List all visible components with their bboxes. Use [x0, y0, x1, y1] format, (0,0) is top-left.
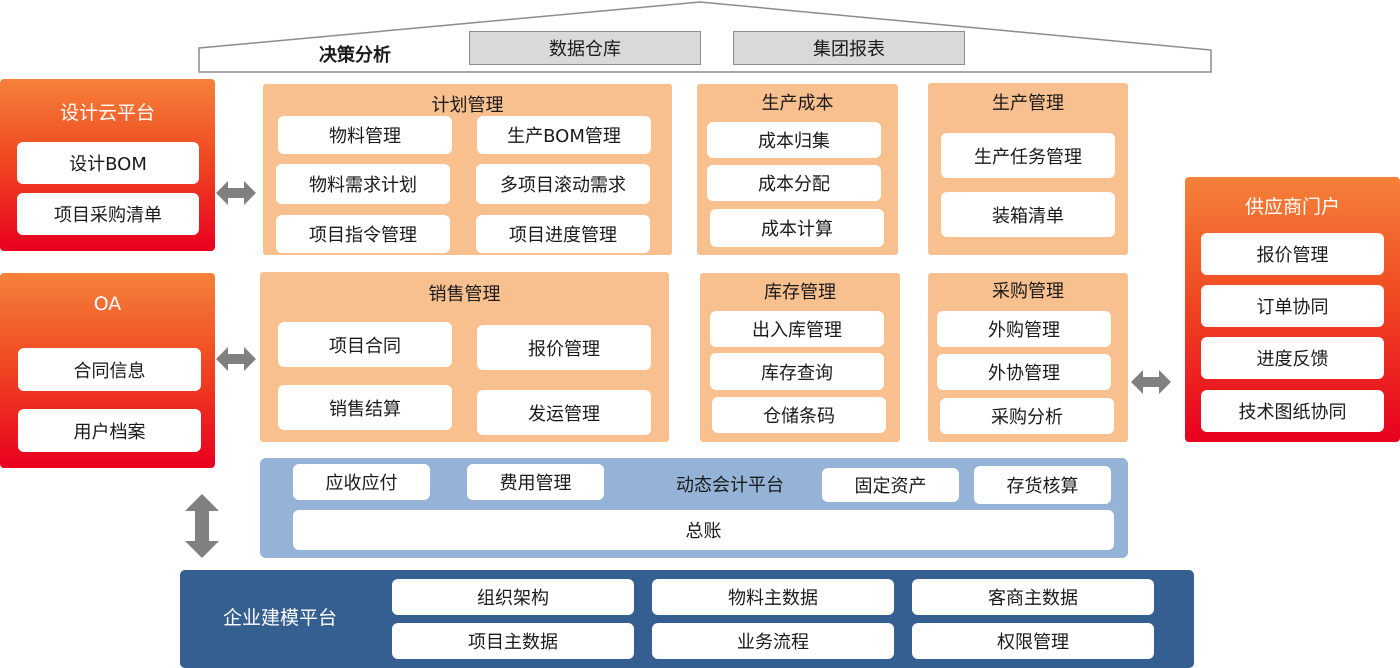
sales-settlement-item[interactable]: 销售结算	[278, 385, 452, 430]
double-arrow-oa-icon	[216, 347, 256, 371]
customer-supplier-master-item[interactable]: 客商主数据	[912, 579, 1154, 615]
cost-allocation-item[interactable]: 成本分配	[707, 165, 881, 201]
double-arrow-vertical-icon	[185, 494, 219, 558]
business-process-item[interactable]: 业务流程	[652, 623, 894, 659]
project-progress-mgmt-item[interactable]: 项目进度管理	[476, 215, 650, 253]
purchase-mgmt-title: 采购管理	[992, 281, 1064, 302]
multi-project-demand-item[interactable]: 多项目滚动需求	[476, 164, 650, 204]
project-directive-mgmt-item[interactable]: 项目指令管理	[276, 215, 450, 253]
packing-list-item[interactable]: 装箱清单	[941, 192, 1115, 237]
inventory-mgmt-title: 库存管理	[764, 282, 836, 303]
design-cloud-title: 设计云平台	[59, 102, 155, 124]
project-master-data-item[interactable]: 项目主数据	[392, 623, 634, 659]
plan-mgmt-title: 计划管理	[431, 95, 504, 116]
purchase-analysis-item[interactable]: 采购分析	[940, 398, 1114, 434]
cost-collection-item[interactable]: 成本归集	[707, 122, 881, 158]
general-ledger-item[interactable]: 总账	[293, 510, 1114, 550]
accounting-title: 动态会计平台	[676, 475, 784, 496]
order-collab-item[interactable]: 订单协同	[1201, 285, 1384, 327]
contract-info-item[interactable]: 合同信息	[18, 348, 201, 391]
expense-mgmt-item[interactable]: 费用管理	[467, 464, 604, 500]
modeling-title: 企业建模平台	[222, 607, 337, 629]
project-purchase-list-item[interactable]: 项目采购清单	[17, 193, 199, 235]
material-mgmt-item[interactable]: 物料管理	[278, 116, 452, 154]
quote-mgmt-item[interactable]: 报价管理	[1201, 233, 1384, 275]
prod-cost-title: 生产成本	[761, 93, 834, 114]
inventory-accounting-item[interactable]: 存货核算	[974, 466, 1111, 504]
warehouse-barcode-item[interactable]: 仓储条码	[712, 397, 886, 433]
tech-drawing-collab-item[interactable]: 技术图纸协同	[1201, 390, 1384, 432]
fixed-assets-item[interactable]: 固定资产	[822, 468, 959, 502]
tab-data-warehouse[interactable]: 数据仓库	[469, 31, 701, 65]
progress-feedback-item[interactable]: 进度反馈	[1201, 337, 1384, 379]
shipping-mgmt-item[interactable]: 发运管理	[477, 390, 651, 435]
cost-calculation-item[interactable]: 成本计算	[710, 209, 884, 247]
prod-mgmt-title: 生产管理	[992, 93, 1064, 114]
oa-title: OA	[93, 293, 122, 315]
outsourced-cooperation-item[interactable]: 外协管理	[937, 354, 1111, 390]
material-requirement-plan-item[interactable]: 物料需求计划	[276, 164, 450, 204]
stock-query-item[interactable]: 库存查询	[710, 353, 884, 390]
double-arrow-supplier-icon	[1131, 370, 1171, 394]
production-bom-mgmt-item[interactable]: 生产BOM管理	[477, 116, 651, 154]
sales-mgmt-title: 销售管理	[428, 284, 501, 305]
inout-stock-mgmt-item[interactable]: 出入库管理	[710, 311, 884, 347]
org-structure-item[interactable]: 组织架构	[392, 579, 634, 615]
supplier-portal-title: 供应商门户	[1244, 196, 1340, 218]
double-arrow-design-icon	[216, 181, 256, 205]
tab-group-report[interactable]: 集团报表	[733, 31, 965, 65]
material-master-data-item[interactable]: 物料主数据	[652, 579, 894, 615]
production-task-mgmt-item[interactable]: 生产任务管理	[941, 133, 1115, 178]
sales-quote-mgmt-item[interactable]: 报价管理	[477, 325, 651, 370]
design-bom-item[interactable]: 设计BOM	[17, 142, 199, 184]
decision-title: 决策分析	[319, 45, 391, 66]
user-archive-item[interactable]: 用户档案	[18, 409, 201, 452]
project-contract-item[interactable]: 项目合同	[278, 322, 452, 367]
receivable-payable-item[interactable]: 应收应付	[293, 464, 430, 500]
permission-mgmt-item[interactable]: 权限管理	[912, 623, 1154, 659]
outsourced-purchase-item[interactable]: 外购管理	[937, 311, 1111, 347]
